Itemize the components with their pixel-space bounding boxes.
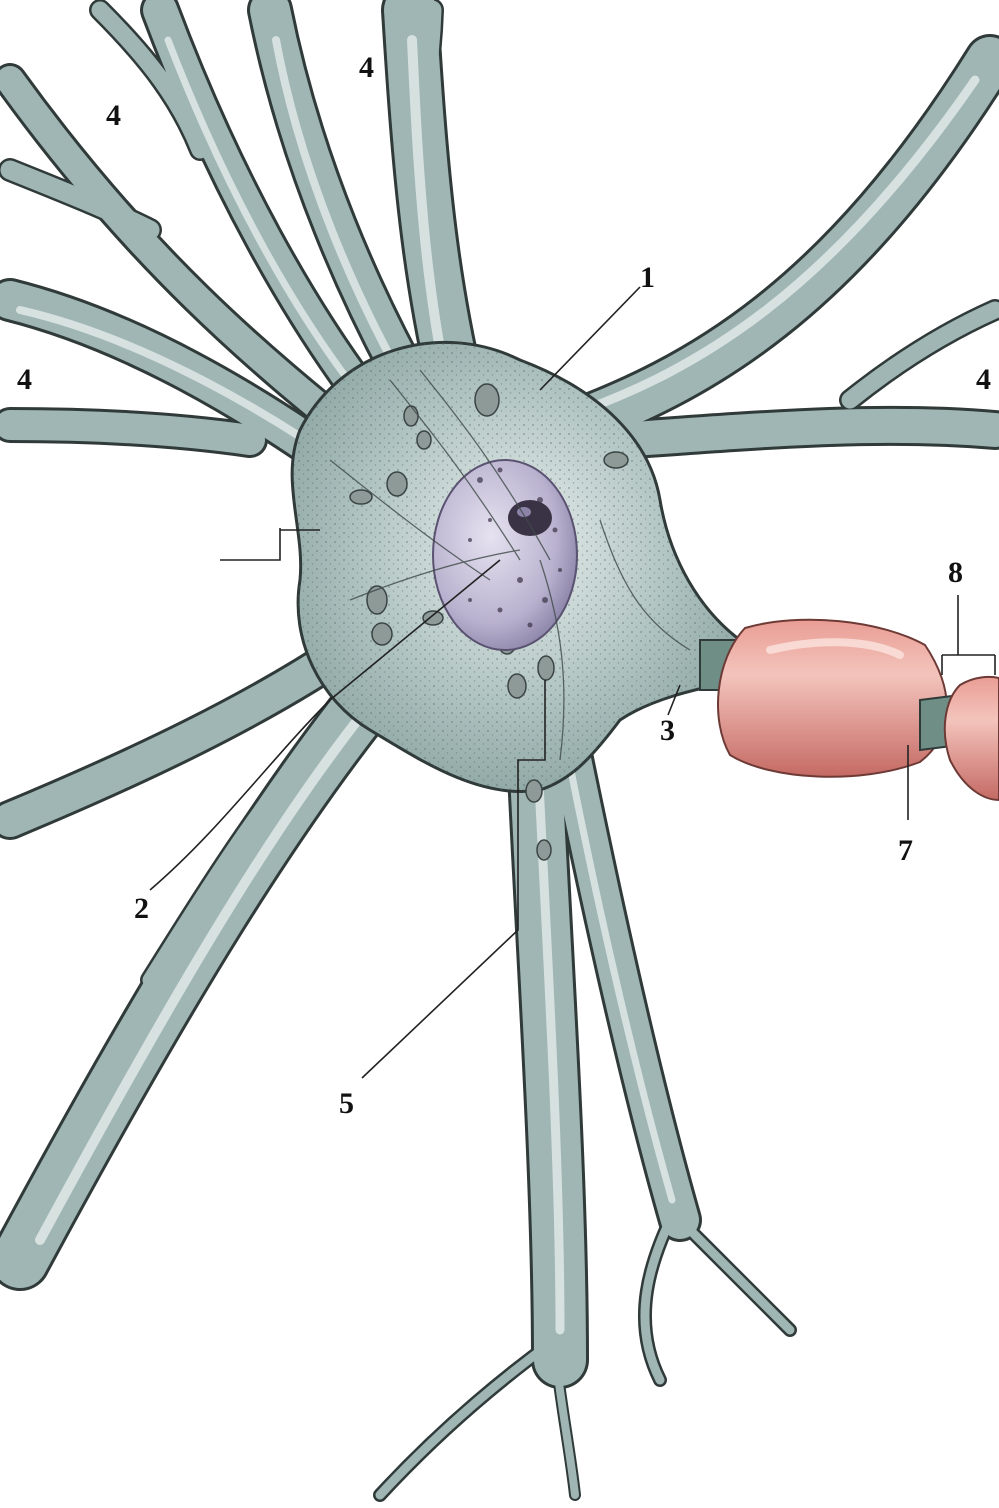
label-dendrite-top-left: 4	[106, 99, 121, 132]
label-cell-body: 1	[640, 261, 655, 294]
label-dendrite-right: 4	[976, 363, 991, 396]
label-neurofibrils: 5	[339, 1087, 354, 1120]
label-dendrite-top-center: 4	[359, 51, 374, 84]
axon	[700, 620, 999, 800]
nucleolus	[508, 500, 552, 536]
label-myelin-segment: 8	[948, 556, 963, 589]
myelin-segment-2	[945, 677, 999, 800]
label-node-of-ranvier: 7	[898, 834, 913, 867]
label-nissl-substance: 2	[134, 892, 149, 925]
label-dendrite-left: 4	[17, 363, 32, 396]
label-axon-hillock: 3	[660, 714, 675, 747]
